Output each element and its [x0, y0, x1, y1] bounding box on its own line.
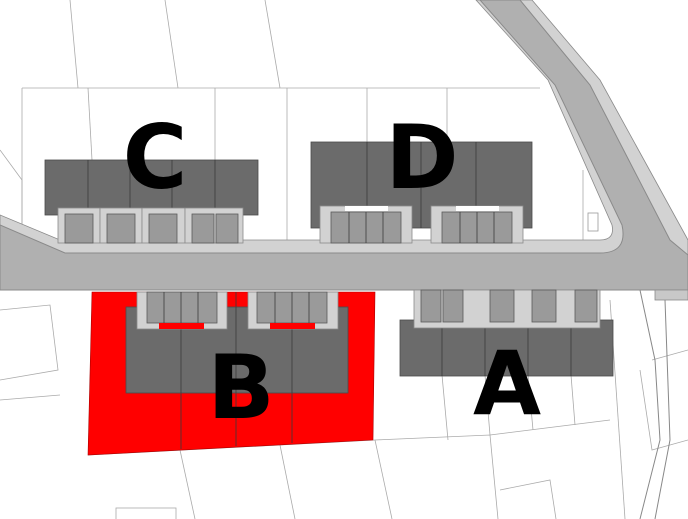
block-c[interactable]: C: [44, 106, 259, 244]
block-label-d: D: [385, 106, 458, 209]
block-label-c: C: [123, 106, 188, 209]
block-d[interactable]: D: [310, 106, 533, 244]
block-b[interactable]: B: [87, 291, 376, 456]
block-label-b: B: [207, 336, 274, 439]
block-label-a: A: [473, 332, 541, 435]
block-a[interactable]: A: [399, 289, 614, 441]
utility-box: [587, 212, 599, 232]
